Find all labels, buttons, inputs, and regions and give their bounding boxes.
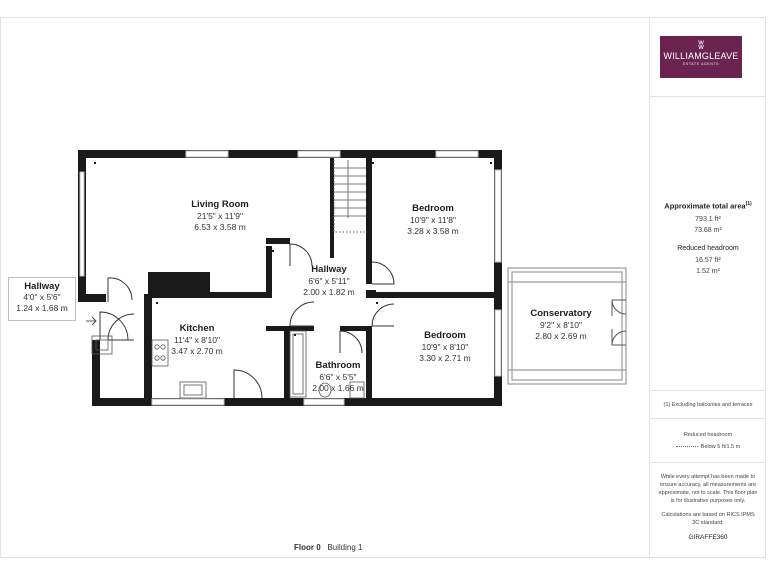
reduced-headroom-title: Reduced headroom [677, 244, 739, 252]
reduced-sqft: 16.57 ft² [695, 256, 721, 264]
room-metric: 1.24 x 1.68 m [16, 302, 68, 313]
area-sqft: 793.1 ft² [695, 215, 721, 223]
area-sqm: 73.68 m² [694, 226, 722, 234]
footnote: (1) Excluding balconies and terraces [663, 402, 753, 408]
room-imperial: 21'5" x 11'9" [197, 210, 243, 221]
room-name: Living Room [191, 199, 249, 210]
info-sidebar: ʬ WILLIAMGLEAVE ESTATE AGENTS Approximat… [649, 18, 766, 558]
room-imperial: 6'6" x 5'11" [308, 275, 350, 286]
area-title: Approximate total area(1) [650, 201, 766, 211]
room-name: Bedroom [424, 330, 466, 341]
room-metric: 3.30 x 2.71 m [419, 352, 471, 363]
legend-title: Reduced headroom [683, 432, 733, 438]
room-imperial: 9'2" x 8'10" [540, 319, 582, 330]
room-conservatory: Conservatory 9'2" x 8'10" 2.80 x 2.69 m [530, 308, 591, 341]
room-name: Bathroom [315, 360, 361, 371]
dotted-line-icon [675, 446, 698, 448]
room-bedroom-1: Bedroom 10'9" x 11'8" 3.28 x 3.58 m [407, 203, 459, 236]
room-bathroom: Bathroom 6'6" x 5'5" 2.00 x 1.66 m [312, 360, 364, 393]
room-hallway-inner: Hallway 6'6" x 5'11" 2.00 x 1.82 m [303, 264, 355, 297]
room-name: Hallway [24, 281, 60, 292]
floor-name: Floor 0 [294, 543, 321, 552]
room-imperial: 4'0" x 5'6" [23, 292, 61, 303]
room-name: Bedroom [412, 203, 454, 214]
divider [650, 96, 766, 97]
logo-name: WILLIAMGLEAVE [663, 51, 739, 61]
floor-label: Floor 0 Building 1 [294, 543, 362, 552]
calculation-note: Calculations are based on RICS IPMS 3C s… [661, 512, 755, 526]
divider [650, 390, 766, 391]
building-name: Building 1 [327, 543, 363, 552]
drawing-frame [0, 17, 766, 558]
room-bedroom-2: Bedroom 10'9" x 8'10" 3.30 x 2.71 m [419, 330, 471, 363]
disclaimer: While every attempt has been made to ens… [658, 474, 758, 504]
room-name: Conservatory [530, 308, 592, 319]
room-imperial: 10'9" x 8'10" [421, 341, 469, 352]
logo-mark-icon: ʬ [698, 38, 704, 52]
room-metric: 2.00 x 1.66 m [312, 382, 364, 393]
room-metric: 3.47 x 2.70 m [171, 345, 223, 356]
agent-logo: ʬ WILLIAMGLEAVE ESTATE AGENTS [660, 36, 742, 78]
room-kitchen: Kitchen 11'4" x 8'10" 3.47 x 2.70 m [171, 323, 223, 356]
room-hallway-entry: Hallway 4'0" x 5'6" 1.24 x 1.68 m [8, 277, 76, 321]
area-title-note-marker: (1) [745, 201, 752, 207]
area-title-text: Approximate total area [664, 201, 746, 211]
divider [650, 418, 766, 419]
room-imperial: 6'6" x 5'5" [319, 371, 357, 382]
logo-subtitle: ESTATE AGENTS [682, 62, 720, 66]
room-name: Hallway [311, 264, 347, 275]
legend-row: Below 5 ft/1.5 m [650, 444, 766, 450]
divider [650, 462, 766, 463]
room-imperial: 11'4" x 8'10" [173, 334, 220, 345]
floor-plan: Living Room 21'5" x 11'9" 6.53 x 3.58 m … [8, 150, 627, 552]
room-metric: 2.00 x 1.82 m [303, 286, 355, 297]
room-name: Kitchen [179, 323, 215, 334]
room-metric: 2.80 x 2.69 m [535, 330, 587, 341]
floor-plan-drawing [78, 150, 627, 406]
room-metric: 3.28 x 3.58 m [407, 225, 459, 236]
reduced-sqm: 1.52 m² [696, 267, 720, 275]
room-metric: 6.53 x 3.58 m [194, 221, 246, 232]
room-imperial: 10'9" x 11'8" [409, 214, 456, 225]
brand-label: GIRAFFE360 [688, 534, 728, 541]
area-summary: Approximate total area(1) 793.1 ft² 73.6… [650, 201, 766, 275]
legend-text: Below 5 ft/1.5 m [700, 444, 741, 450]
room-living-room: Living Room 21'5" x 11'9" 6.53 x 3.58 m [191, 199, 249, 232]
